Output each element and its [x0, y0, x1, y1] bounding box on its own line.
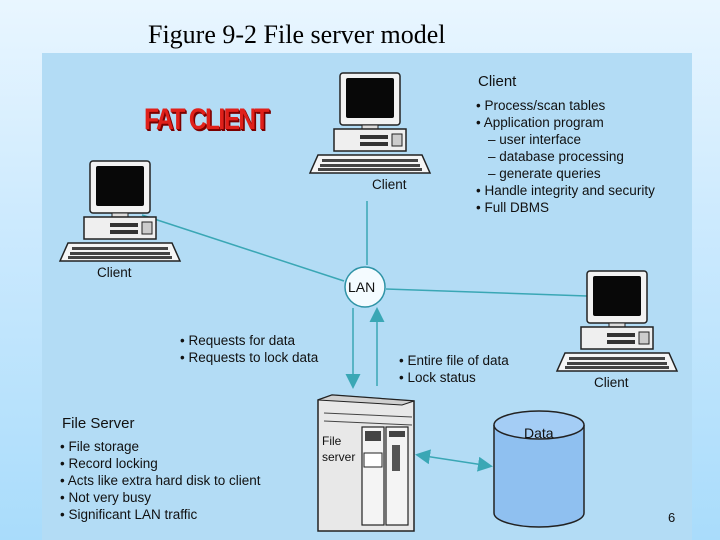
list-item: • Entire file of data	[399, 353, 509, 368]
client-right-computer	[556, 270, 678, 372]
link-right-client	[385, 288, 588, 297]
responses-list: • Entire file of data • Lock status	[399, 352, 509, 386]
list-item: • Requests to lock data	[180, 350, 319, 365]
list-item: • Acts like extra hard disk to client	[60, 473, 261, 488]
data-label: Data	[524, 425, 554, 441]
page-number: 6	[668, 510, 676, 525]
list-item: • Record locking	[60, 456, 158, 471]
file-server-header: File Server	[62, 415, 135, 432]
list-item: – generate queries	[488, 166, 601, 181]
client-top-header: Client	[478, 73, 517, 90]
client-left-computer	[59, 160, 181, 262]
lan-node	[344, 266, 386, 308]
list-item: – database processing	[488, 149, 624, 164]
list-item: • Application program	[476, 115, 604, 130]
list-item: • Process/scan tables	[476, 98, 606, 113]
diagram-panel: FAT CLIENT Client • Process/scan tables …	[42, 53, 692, 540]
requests-list: • Requests for data • Requests to lock d…	[180, 332, 318, 366]
client-top-feature-list: • Process/scan tables • Application prog…	[476, 97, 655, 216]
arrow-server-data	[415, 449, 493, 472]
list-item: • File storage	[60, 439, 140, 454]
client-top-label: Client	[372, 177, 407, 192]
client-top-computer	[309, 72, 431, 174]
client-right-label: Client	[594, 375, 629, 390]
list-item: • Not very busy	[60, 490, 152, 505]
list-item: • Full DBMS	[476, 200, 549, 215]
list-item: • Significant LAN traffic	[60, 507, 198, 522]
network-diagram	[59, 72, 678, 532]
file-server-device	[317, 394, 415, 532]
lan-label: LAN	[348, 279, 376, 295]
list-item: – user interface	[488, 132, 582, 147]
link-left-client	[141, 214, 345, 282]
slide-title: Figure 9-2 File server model	[148, 20, 446, 49]
file-server-feature-list: • File storage • Record locking • Acts l…	[60, 438, 261, 523]
list-item: • Requests for data	[180, 333, 296, 348]
list-item: • Handle integrity and security	[476, 183, 655, 198]
client-left-label: Client	[97, 265, 132, 280]
fat-client-label: FAT CLIENT	[144, 103, 270, 136]
data-store-cylinder	[493, 410, 585, 528]
file-server-device-label: File server	[322, 434, 356, 464]
list-item: • Lock status	[399, 370, 476, 385]
